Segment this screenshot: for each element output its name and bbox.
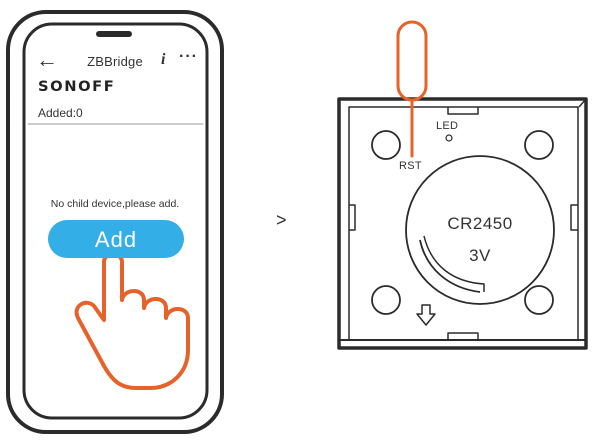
led-label: LED <box>436 120 459 132</box>
brand-logo: SONOFF <box>38 79 115 95</box>
led-indicator <box>445 134 453 142</box>
added-count: Added:0 <box>38 106 83 120</box>
empty-state-message: No child device,please add. <box>50 198 180 210</box>
battery-voltage: 3V <box>469 246 491 265</box>
phone-frame <box>6 10 224 434</box>
phone-screen: ← ZBBridge i ··· SONOFF Added:0 No child… <box>28 44 202 400</box>
arrow-down-icon <box>416 304 436 326</box>
app-title: ZBBridge <box>87 54 143 69</box>
reset-pin-icon <box>396 20 428 158</box>
arrow-left-icon[interactable]: ← <box>36 47 58 72</box>
phone-speaker <box>96 31 132 37</box>
brand-logo-text: SONOFF <box>38 79 116 95</box>
app-header: ← ZBBridge i ··· <box>28 47 202 72</box>
rst-label: RST <box>399 160 422 172</box>
device-body <box>337 97 588 350</box>
battery-model: CR2450 <box>447 214 513 233</box>
step-separator: > <box>276 210 287 230</box>
add-button[interactable]: Add <box>48 220 184 258</box>
info-icon[interactable]: i <box>161 51 166 68</box>
more-icon[interactable]: ··· <box>179 48 198 65</box>
